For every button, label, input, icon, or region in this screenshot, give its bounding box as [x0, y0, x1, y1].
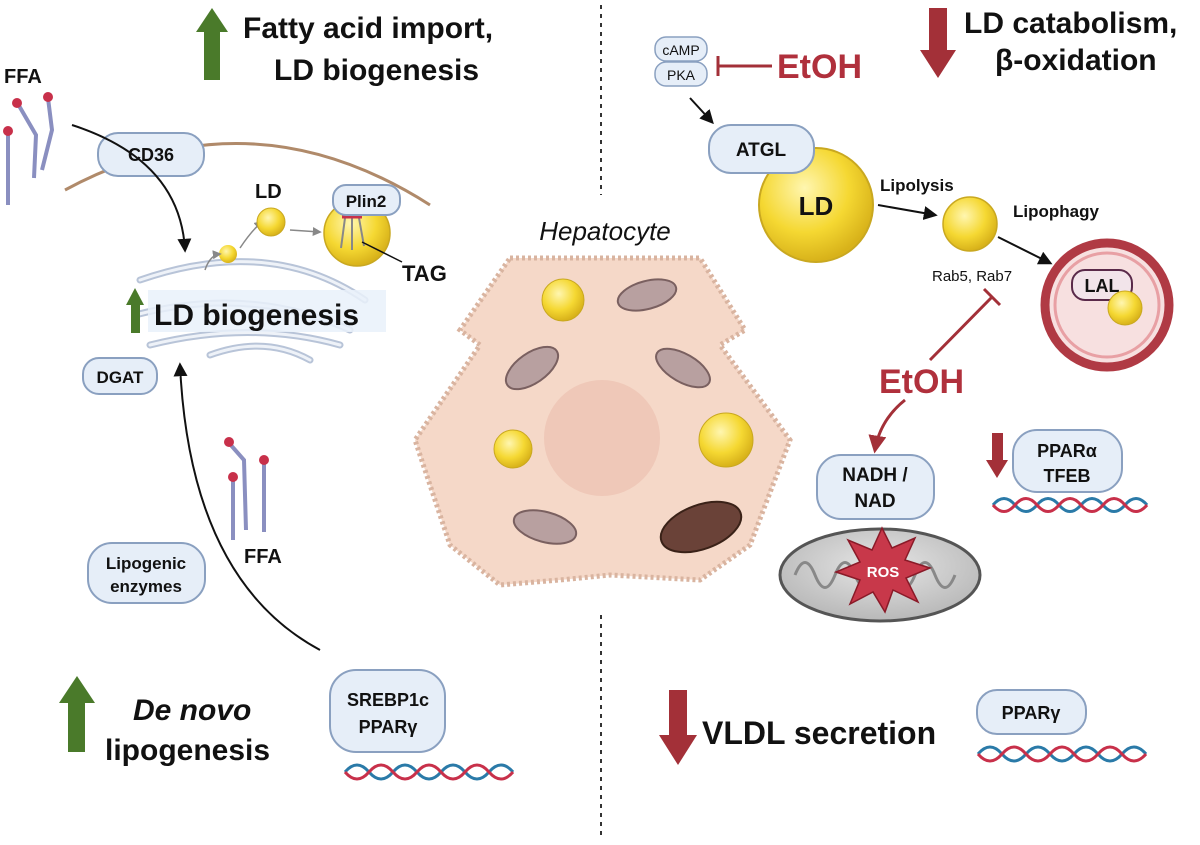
- nascent-ld: [219, 245, 237, 263]
- nadh-line2: NAD: [854, 491, 895, 512]
- ffa-top-label: FFA: [4, 66, 42, 88]
- srebp-pparg-box: [329, 669, 446, 753]
- large-ld-label: LD: [799, 191, 834, 221]
- hepatocyte-label: Hepatocyte: [539, 216, 671, 246]
- vldl-label: VLDL secretion: [702, 715, 936, 751]
- srebp-label: SREBP1c: [347, 690, 429, 710]
- pparg-right-box: [976, 689, 1087, 735]
- up-arrow-small-icon: [126, 288, 144, 333]
- pka-label: PKA: [667, 67, 696, 83]
- dna-vldl-icon: [976, 745, 1148, 763]
- plin2-protein: [332, 184, 401, 216]
- camp-label: cAMP: [662, 42, 699, 58]
- ppara-tfeb-box: [1012, 429, 1123, 493]
- dna-right-icon: [991, 497, 1149, 513]
- dgat-label: DGAT: [97, 368, 145, 387]
- atgl-label: ATGL: [736, 140, 787, 161]
- lipogenesis-arrow: [173, 362, 321, 651]
- cell-ld-3: [698, 412, 754, 468]
- header-right-line1: LD catabolism,: [964, 7, 1177, 40]
- down-arrow-ppara-icon: [986, 433, 1008, 478]
- lipogenic-enzymes-box: [87, 542, 206, 604]
- etoh-nadh-arrow: [868, 398, 906, 454]
- fatty-acid-mid-icon: [224, 437, 269, 540]
- ld-small-label: LD: [255, 181, 282, 203]
- nadh-nad-box: [816, 454, 935, 520]
- up-arrow-icon: [196, 8, 228, 80]
- ros-label: ROS: [867, 564, 900, 581]
- down-arrow-vldl-icon: [659, 690, 697, 765]
- small-ld: [256, 207, 286, 237]
- fatty-acid-icon: [3, 92, 55, 205]
- tfeb-label: TFEB: [1044, 466, 1091, 486]
- released-ld: [942, 196, 998, 252]
- ld-biogenesis-label: LD biogenesis: [154, 299, 359, 332]
- cell-mito-2: [504, 345, 560, 391]
- header-left-line2: LD biogenesis: [274, 54, 479, 87]
- cell-ld-2: [493, 429, 533, 469]
- camp-pill: [654, 36, 708, 62]
- pparg-left-label: PPARγ: [359, 717, 418, 737]
- pka-pill: [654, 61, 708, 87]
- lysosome: [1040, 238, 1174, 372]
- inhibit-rab-icon: [928, 287, 1002, 362]
- cell-mito-3: [655, 347, 711, 389]
- etoh-mid-label: EtOH: [879, 363, 964, 401]
- ld-biogenesis-highlight: [148, 290, 386, 332]
- nucleus: [544, 380, 660, 496]
- header-left-line1: Fatty acid import,: [243, 12, 493, 45]
- lipophagy-arrow: [997, 236, 1053, 265]
- de-novo-label: De novo: [133, 694, 251, 727]
- dna-icon: [343, 763, 515, 781]
- ffa-import-arrow: [71, 124, 192, 253]
- lipogenic-line2: enzymes: [110, 577, 182, 596]
- up-arrow-lipogenesis-icon: [59, 676, 95, 752]
- cell-mito-1: [616, 278, 678, 312]
- tag-molecule-icon: [340, 215, 365, 250]
- large-ld: [758, 147, 874, 263]
- rab-label: Rab5, Rab7: [932, 268, 1012, 285]
- inhibit-icon: [716, 56, 772, 76]
- down-arrow-icon: [920, 8, 956, 78]
- header-right-line2: β-oxidation: [995, 44, 1157, 77]
- ppara-label: PPARα: [1037, 441, 1097, 461]
- pparg-right-label: PPARγ: [1002, 703, 1061, 723]
- etoh-top-label: EtOH: [777, 48, 862, 86]
- ffa-mid-label: FFA: [244, 546, 282, 568]
- atgl-enzyme: [708, 124, 815, 174]
- lal-label: LAL: [1085, 276, 1120, 296]
- cell-mito-4: [512, 509, 578, 545]
- camp-atgl-arrow: [689, 97, 714, 125]
- ros-burst-icon: [833, 526, 933, 614]
- lipogenic-line1: Lipogenic: [106, 554, 186, 573]
- lysosome-ld: [1107, 290, 1143, 326]
- cd36-receptor: [97, 132, 205, 177]
- cell-ld-1: [541, 278, 585, 322]
- cell-mito-damaged: [659, 500, 743, 554]
- plin2-label: Plin2: [346, 192, 387, 211]
- lipogenesis-label: lipogenesis: [105, 734, 270, 767]
- nadh-line1: NADH /: [842, 465, 908, 486]
- lipolysis-label: Lipolysis: [880, 176, 954, 195]
- tag-label: TAG: [402, 261, 447, 286]
- lipolysis-arrow: [877, 204, 938, 220]
- lipophagy-label: Lipophagy: [1013, 202, 1099, 221]
- dgat-enzyme: [82, 357, 158, 395]
